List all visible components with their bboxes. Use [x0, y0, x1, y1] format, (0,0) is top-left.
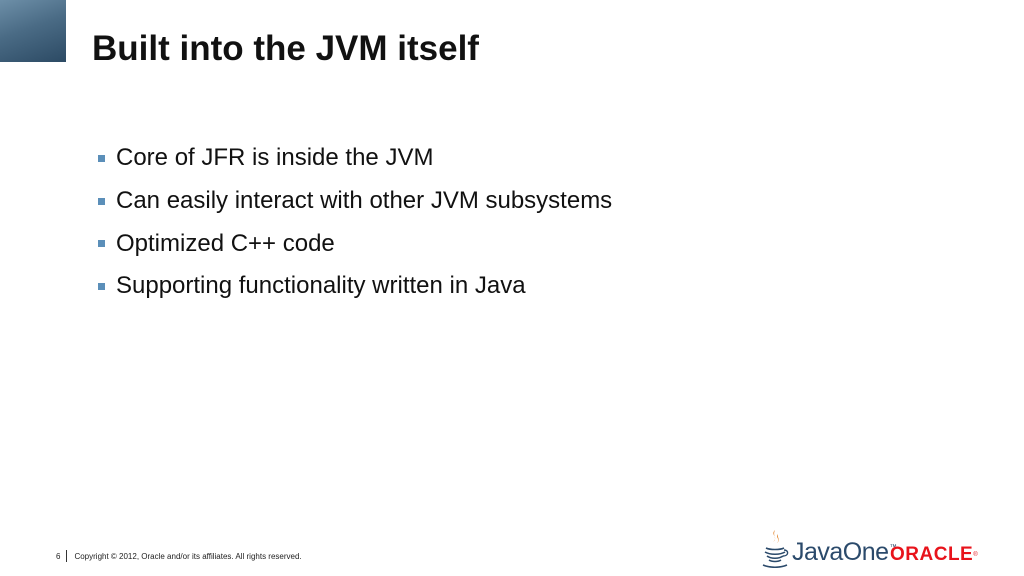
bullet-item: Supporting functionality written in Java — [98, 265, 612, 308]
oracle-logo: ORACLE® — [890, 544, 978, 566]
bullet-item: Optimized C++ code — [98, 222, 612, 265]
bullet-list: Core of JFR is inside the JVM Can easily… — [98, 137, 612, 308]
slide-footer: 6 Copyright © 2012, Oracle and/or its af… — [56, 550, 302, 562]
bullet-text: Supporting functionality written in Java — [116, 272, 526, 300]
bullet-text: Optimized C++ code — [116, 229, 335, 257]
javaone-logo: JavaOne ™ — [760, 528, 897, 568]
oracle-wordmark: ORACLE — [890, 544, 974, 565]
square-bullet-icon — [98, 197, 105, 205]
slide-title: Built into the JVM itself — [92, 29, 479, 68]
oracle-registered-mark: ® — [973, 552, 979, 558]
page-number: 6 — [56, 551, 61, 561]
copyright-text: Copyright © 2012, Oracle and/or its affi… — [74, 551, 302, 561]
bullet-text: Can easily interact with other JVM subsy… — [116, 187, 613, 215]
java-cup-icon — [762, 530, 789, 568]
corner-accent-block — [0, 0, 66, 62]
bullet-item: Core of JFR is inside the JVM — [98, 137, 612, 180]
javaone-trademark: ™ — [889, 544, 897, 551]
footer-divider — [66, 550, 68, 562]
javaone-wordmark: JavaOne — [792, 538, 889, 566]
square-bullet-icon — [98, 154, 105, 162]
square-bullet-icon — [98, 282, 105, 290]
bullet-item: Can easily interact with other JVM subsy… — [98, 180, 612, 223]
square-bullet-icon — [98, 240, 105, 248]
bullet-text: Core of JFR is inside the JVM — [116, 144, 434, 172]
